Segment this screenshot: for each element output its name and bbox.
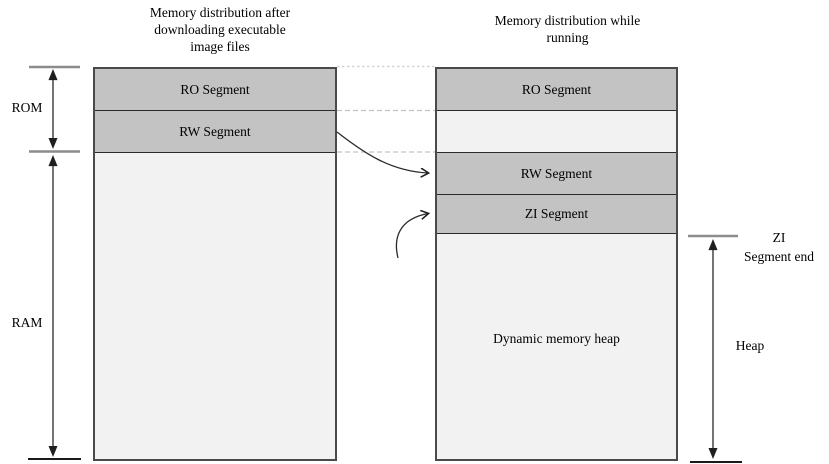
left-rw-segment: RW Segment [95,111,335,153]
right-ro-segment-label: RO Segment [521,81,592,97]
right-empty-gap [437,111,676,153]
left-ro-segment-label: RO Segment [180,81,250,97]
right-rw-segment: RW Segment [437,153,676,195]
left-title-line-1: Memory distribution after [149,5,291,20]
zi-segment-end-label: ZI Segment end [730,229,828,266]
zi-end-line-2: Segment end [743,248,815,264]
right-heap-area: Dynamic memory heap [437,234,676,459]
right-memory-box: RO Segment RW Segment ZI Segment Dynamic… [435,67,678,461]
right-zi-segment-label: ZI Segment [524,206,589,221]
left-title-line-3: image files [190,39,250,54]
right-column-title: Memory distribution while running [450,12,685,46]
left-ro-segment: RO Segment [95,69,335,111]
rw-relocation-arrow [336,131,428,173]
left-column-title: Memory distribution after downloading ex… [100,4,340,55]
heap-label: Heap [735,338,765,353]
right-title-line-2: running [546,30,589,45]
left-ram-area [95,153,335,459]
right-rw-segment-label: RW Segment [520,165,593,181]
left-title-line-2: downloading executable [154,22,286,37]
rom-label: ROM [11,100,43,115]
left-rw-segment-label: RW Segment [179,123,251,139]
ram-label: RAM [11,315,43,330]
zi-relocation-arrow [395,214,428,259]
zi-end-line-1: ZI [772,230,786,245]
left-memory-box: RO Segment RW Segment [93,67,337,461]
right-zi-segment: ZI Segment [437,195,676,234]
heap-area-label: Dynamic memory heap [493,330,620,346]
right-ro-segment: RO Segment [437,69,676,111]
right-title-line-1: Memory distribution while [494,13,641,28]
